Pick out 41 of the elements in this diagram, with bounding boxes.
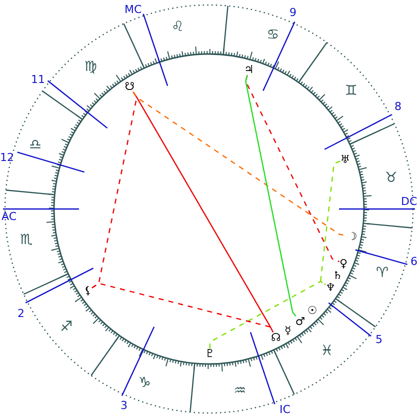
- house-number: 3: [120, 400, 128, 410]
- house-number: 11: [31, 74, 45, 84]
- house-number: 5: [376, 334, 382, 344]
- aspect-line: [245, 74, 296, 317]
- planet-symbol: ♆: [326, 282, 336, 294]
- angle-label: AC: [2, 210, 17, 222]
- planet-symbol: ☋: [124, 80, 134, 92]
- house-number: 9: [290, 6, 296, 18]
- aspect-line: [92, 282, 274, 332]
- angle-label: IC: [280, 404, 290, 414]
- zodiac-sign: ♒: [234, 384, 246, 398]
- planet-symbol: ☊: [270, 332, 281, 344]
- zodiac-sign: ♐: [60, 320, 73, 334]
- zodiac-sign: ♎: [28, 138, 42, 152]
- planet-symbol: ☉: [307, 305, 318, 316]
- aspect-line: [320, 160, 340, 286]
- planet-symbol: ☽: [347, 231, 358, 242]
- planet-symbol: ♄: [332, 270, 342, 282]
- zodiac-sign: ♑: [138, 376, 151, 390]
- planet-symbol: ♀: [339, 258, 348, 269]
- zodiac-sign: ♌: [171, 20, 184, 34]
- angle-label: MC: [124, 4, 142, 14]
- planet-symbol: ♂: [295, 316, 306, 328]
- zodiac-sign: ♋: [266, 28, 280, 42]
- planet-symbol: ☿: [284, 325, 292, 336]
- aspect-line: [209, 280, 326, 348]
- zodiac-sign: ♍: [84, 60, 97, 74]
- planet-symbol: ♃: [244, 64, 254, 76]
- planet-symbol: ♇: [205, 348, 215, 360]
- zodiac-sign: ♏: [20, 233, 33, 248]
- zodiac-sign: ♉: [384, 170, 398, 185]
- zodiac-sign: ♊: [344, 84, 358, 98]
- house-number: 2: [18, 308, 24, 318]
- planet-symbol: ⚸: [84, 285, 92, 296]
- angle-label: DC: [401, 196, 418, 206]
- zodiac-sign: ♓: [320, 344, 334, 358]
- house-number: 12: [0, 152, 14, 162]
- house-number: 6: [410, 256, 418, 266]
- planet-symbol: ♅: [340, 154, 350, 165]
- zodiac-sign: ♈: [376, 266, 389, 280]
- house-number: 8: [394, 100, 402, 112]
